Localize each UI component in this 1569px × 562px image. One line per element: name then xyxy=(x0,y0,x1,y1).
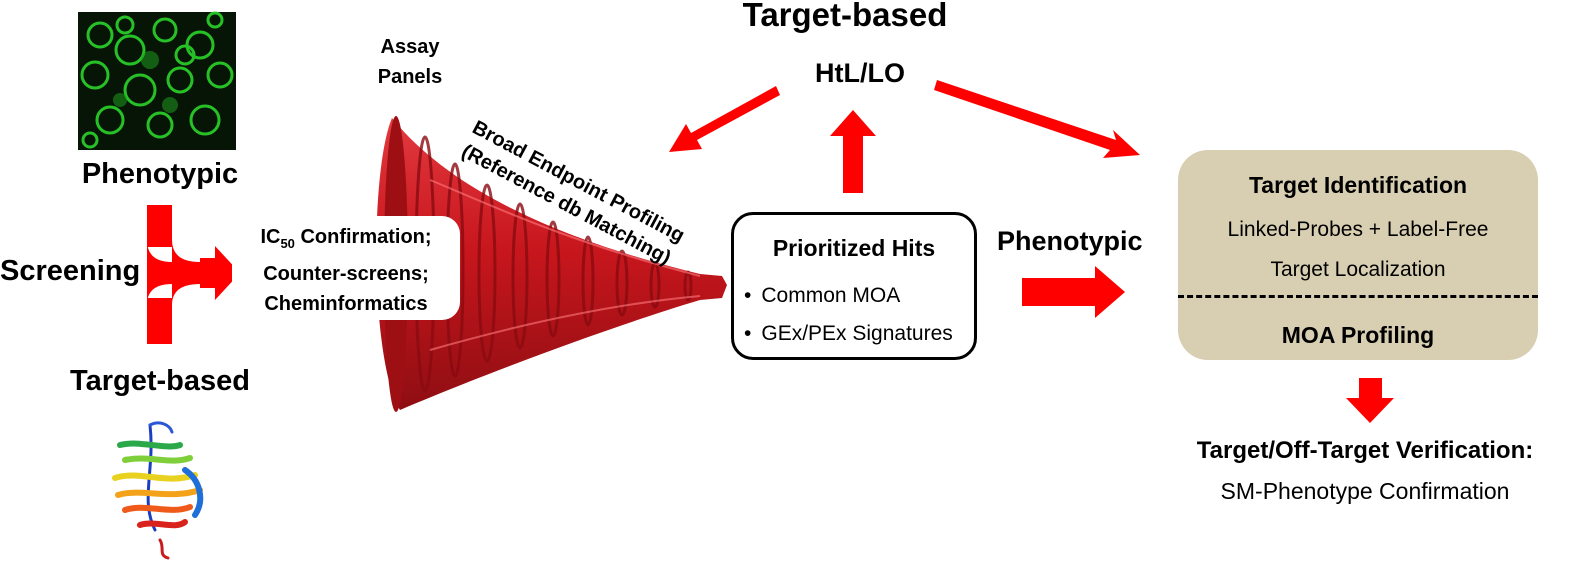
hits-item-common-moa: Common MOA xyxy=(744,277,953,315)
arrow-down-verification xyxy=(1346,378,1394,423)
confirmation-suffix: Confirmation; xyxy=(294,226,432,248)
target-identification-panel: Target Identification Linked-Probes + La… xyxy=(1178,150,1538,360)
assay-line2: Panels xyxy=(377,66,443,88)
phenotypic-source-label: Phenotypic xyxy=(81,158,239,190)
hits-item-signatures: GEx/PEx Signatures xyxy=(744,315,952,353)
target-localization-label: Target Localization xyxy=(1270,258,1446,281)
prioritized-hits-box: Prioritized Hits Common MOA GEx/PEx Sign… xyxy=(731,212,977,360)
arrow-phenotypic-right xyxy=(1022,266,1125,318)
hits-list: Common MOA GEx/PEx Signatures xyxy=(744,277,953,353)
ic-subscript: 50 xyxy=(280,236,295,251)
assay-panels-label: Assay Panels xyxy=(360,32,460,92)
merge-arrow xyxy=(147,205,240,344)
arrow-htl-to-profiling xyxy=(669,86,780,152)
confirmation-line-chem: Cheminformatics xyxy=(264,293,428,315)
arrow-hits-to-htl xyxy=(830,110,876,193)
panel-divider xyxy=(1178,295,1538,298)
protein-structure-image xyxy=(112,421,204,560)
confirmation-box: IC50 Confirmation; Counter-screens; Chem… xyxy=(232,216,460,320)
fluorescent-cells-image xyxy=(78,11,236,150)
ic-text: IC xyxy=(260,226,281,248)
moa-profiling-label: MOA Profiling xyxy=(1281,322,1435,348)
assay-line1: Assay xyxy=(380,36,440,58)
verification-title: Target/Off-Target Verification: xyxy=(1196,437,1534,464)
screening-label: Screening xyxy=(0,255,141,287)
linked-probes-label: Linked-Probes + Label-Free xyxy=(1227,218,1489,241)
phenotypic-mid-label: Phenotypic xyxy=(997,226,1143,256)
arrow-htl-to-target-panel xyxy=(934,80,1140,158)
target-identification-title: Target Identification xyxy=(1248,172,1468,198)
verification-subtitle: SM-Phenotype Confirmation xyxy=(1220,478,1510,504)
prioritized-hits-title: Prioritized Hits xyxy=(772,235,936,261)
htl-lo-label: HtL/LO xyxy=(815,58,905,88)
target-based-title: Target-based xyxy=(742,0,948,33)
confirmation-line-ic50: IC50 Confirmation; xyxy=(232,216,460,259)
confirmation-line-counter: Counter-screens; xyxy=(263,263,429,285)
target-based-source-label: Target-based xyxy=(70,365,250,397)
